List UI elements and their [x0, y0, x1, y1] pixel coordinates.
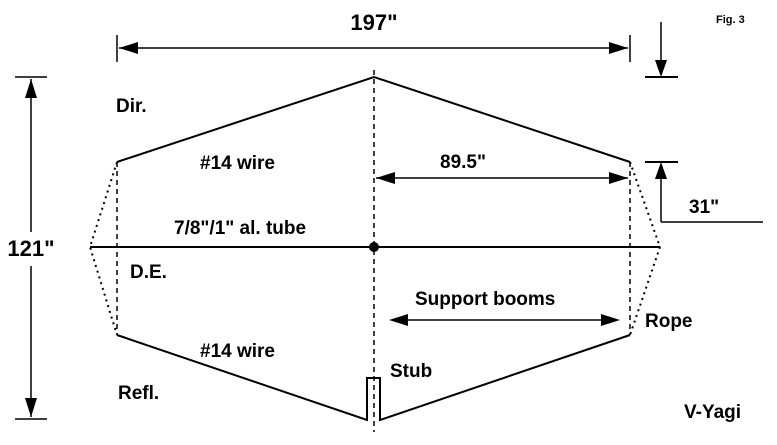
half-width-arrow-left [376, 172, 395, 184]
overall-height-label: 121" [7, 236, 54, 261]
reflector-wire [116, 334, 631, 422]
director-wire-label: #14 wire [200, 153, 275, 174]
support-booms-label: Support booms [415, 289, 555, 310]
figure-name: V-Yagi [684, 402, 741, 423]
width-arrow-left [119, 42, 138, 54]
feed-point [369, 242, 379, 252]
overall-width-dimension [116, 35, 631, 62]
depth-arrow-bottom [655, 162, 667, 179]
half-width-arrow-right [609, 172, 628, 184]
support-booms-arrow-left [389, 314, 408, 326]
width-arrow-right [609, 42, 628, 54]
stub-label: Stub [390, 361, 432, 382]
rope-left [88, 161, 118, 336]
v-depth-label: 31" [689, 197, 719, 218]
height-arrow-bottom [25, 398, 37, 417]
director-wire [116, 75, 631, 163]
support-booms-arrow-right [601, 314, 620, 326]
overall-width-label: 197" [350, 10, 397, 35]
depth-arrow-top [655, 60, 667, 77]
support-booms-arrow [389, 314, 620, 326]
half-width-dimension [376, 172, 628, 184]
rope-label: Rope [645, 311, 693, 332]
boom-tube-label: 7/8"/1" al. tube [174, 218, 306, 239]
rope-right [629, 161, 662, 336]
overall-height-dimension [15, 76, 47, 420]
figure-number: Fig. 3 [716, 14, 745, 26]
height-arrow-top [25, 79, 37, 98]
director-label: Dir. [116, 96, 147, 117]
reflector-wire-label: #14 wire [200, 341, 275, 362]
half-width-label: 89.5" [440, 152, 486, 173]
driven-element-label: D.E. [130, 262, 167, 283]
v-depth-dimension [645, 22, 763, 223]
reflector-label: Refl. [118, 383, 159, 404]
